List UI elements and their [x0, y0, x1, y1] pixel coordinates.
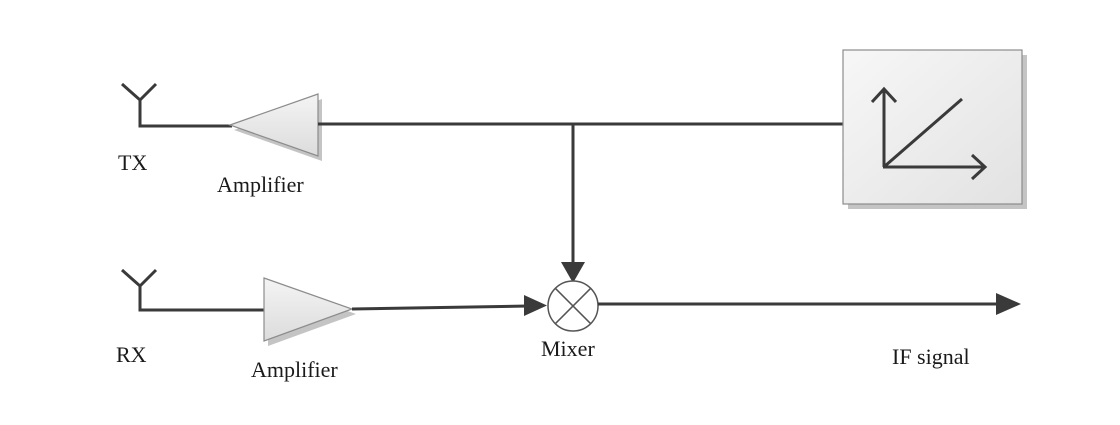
if-output-arrowhead: [996, 293, 1021, 315]
rx-amplifier-triangle: [263, 277, 354, 342]
if-signal-label: IF signal: [892, 344, 970, 369]
mixer-cross-icon: [547, 280, 599, 332]
rx-to-mixer-arrowhead: [524, 295, 547, 316]
tx-amplifier-label: Amplifier: [217, 172, 304, 197]
tx-amplifier: [228, 93, 322, 161]
rx-label: RX: [116, 342, 147, 367]
tx-antenna-icon: [121, 82, 158, 127]
rx-antenna-icon: [121, 268, 158, 311]
lo-branch-arrowhead: [561, 262, 585, 283]
rx-amplifier-label: Amplifier: [251, 357, 338, 382]
chirp-generator-block: [842, 49, 1027, 209]
tx-amplifier-triangle: [228, 93, 319, 157]
rx-to-mixer-wire: [351, 304, 529, 311]
rx-amplifier: [263, 277, 356, 346]
mixer-label: Mixer: [541, 336, 595, 361]
chirp-generator-box: [842, 49, 1023, 205]
ramp-graph-icon: [870, 86, 988, 181]
tx-label: TX: [118, 150, 147, 175]
